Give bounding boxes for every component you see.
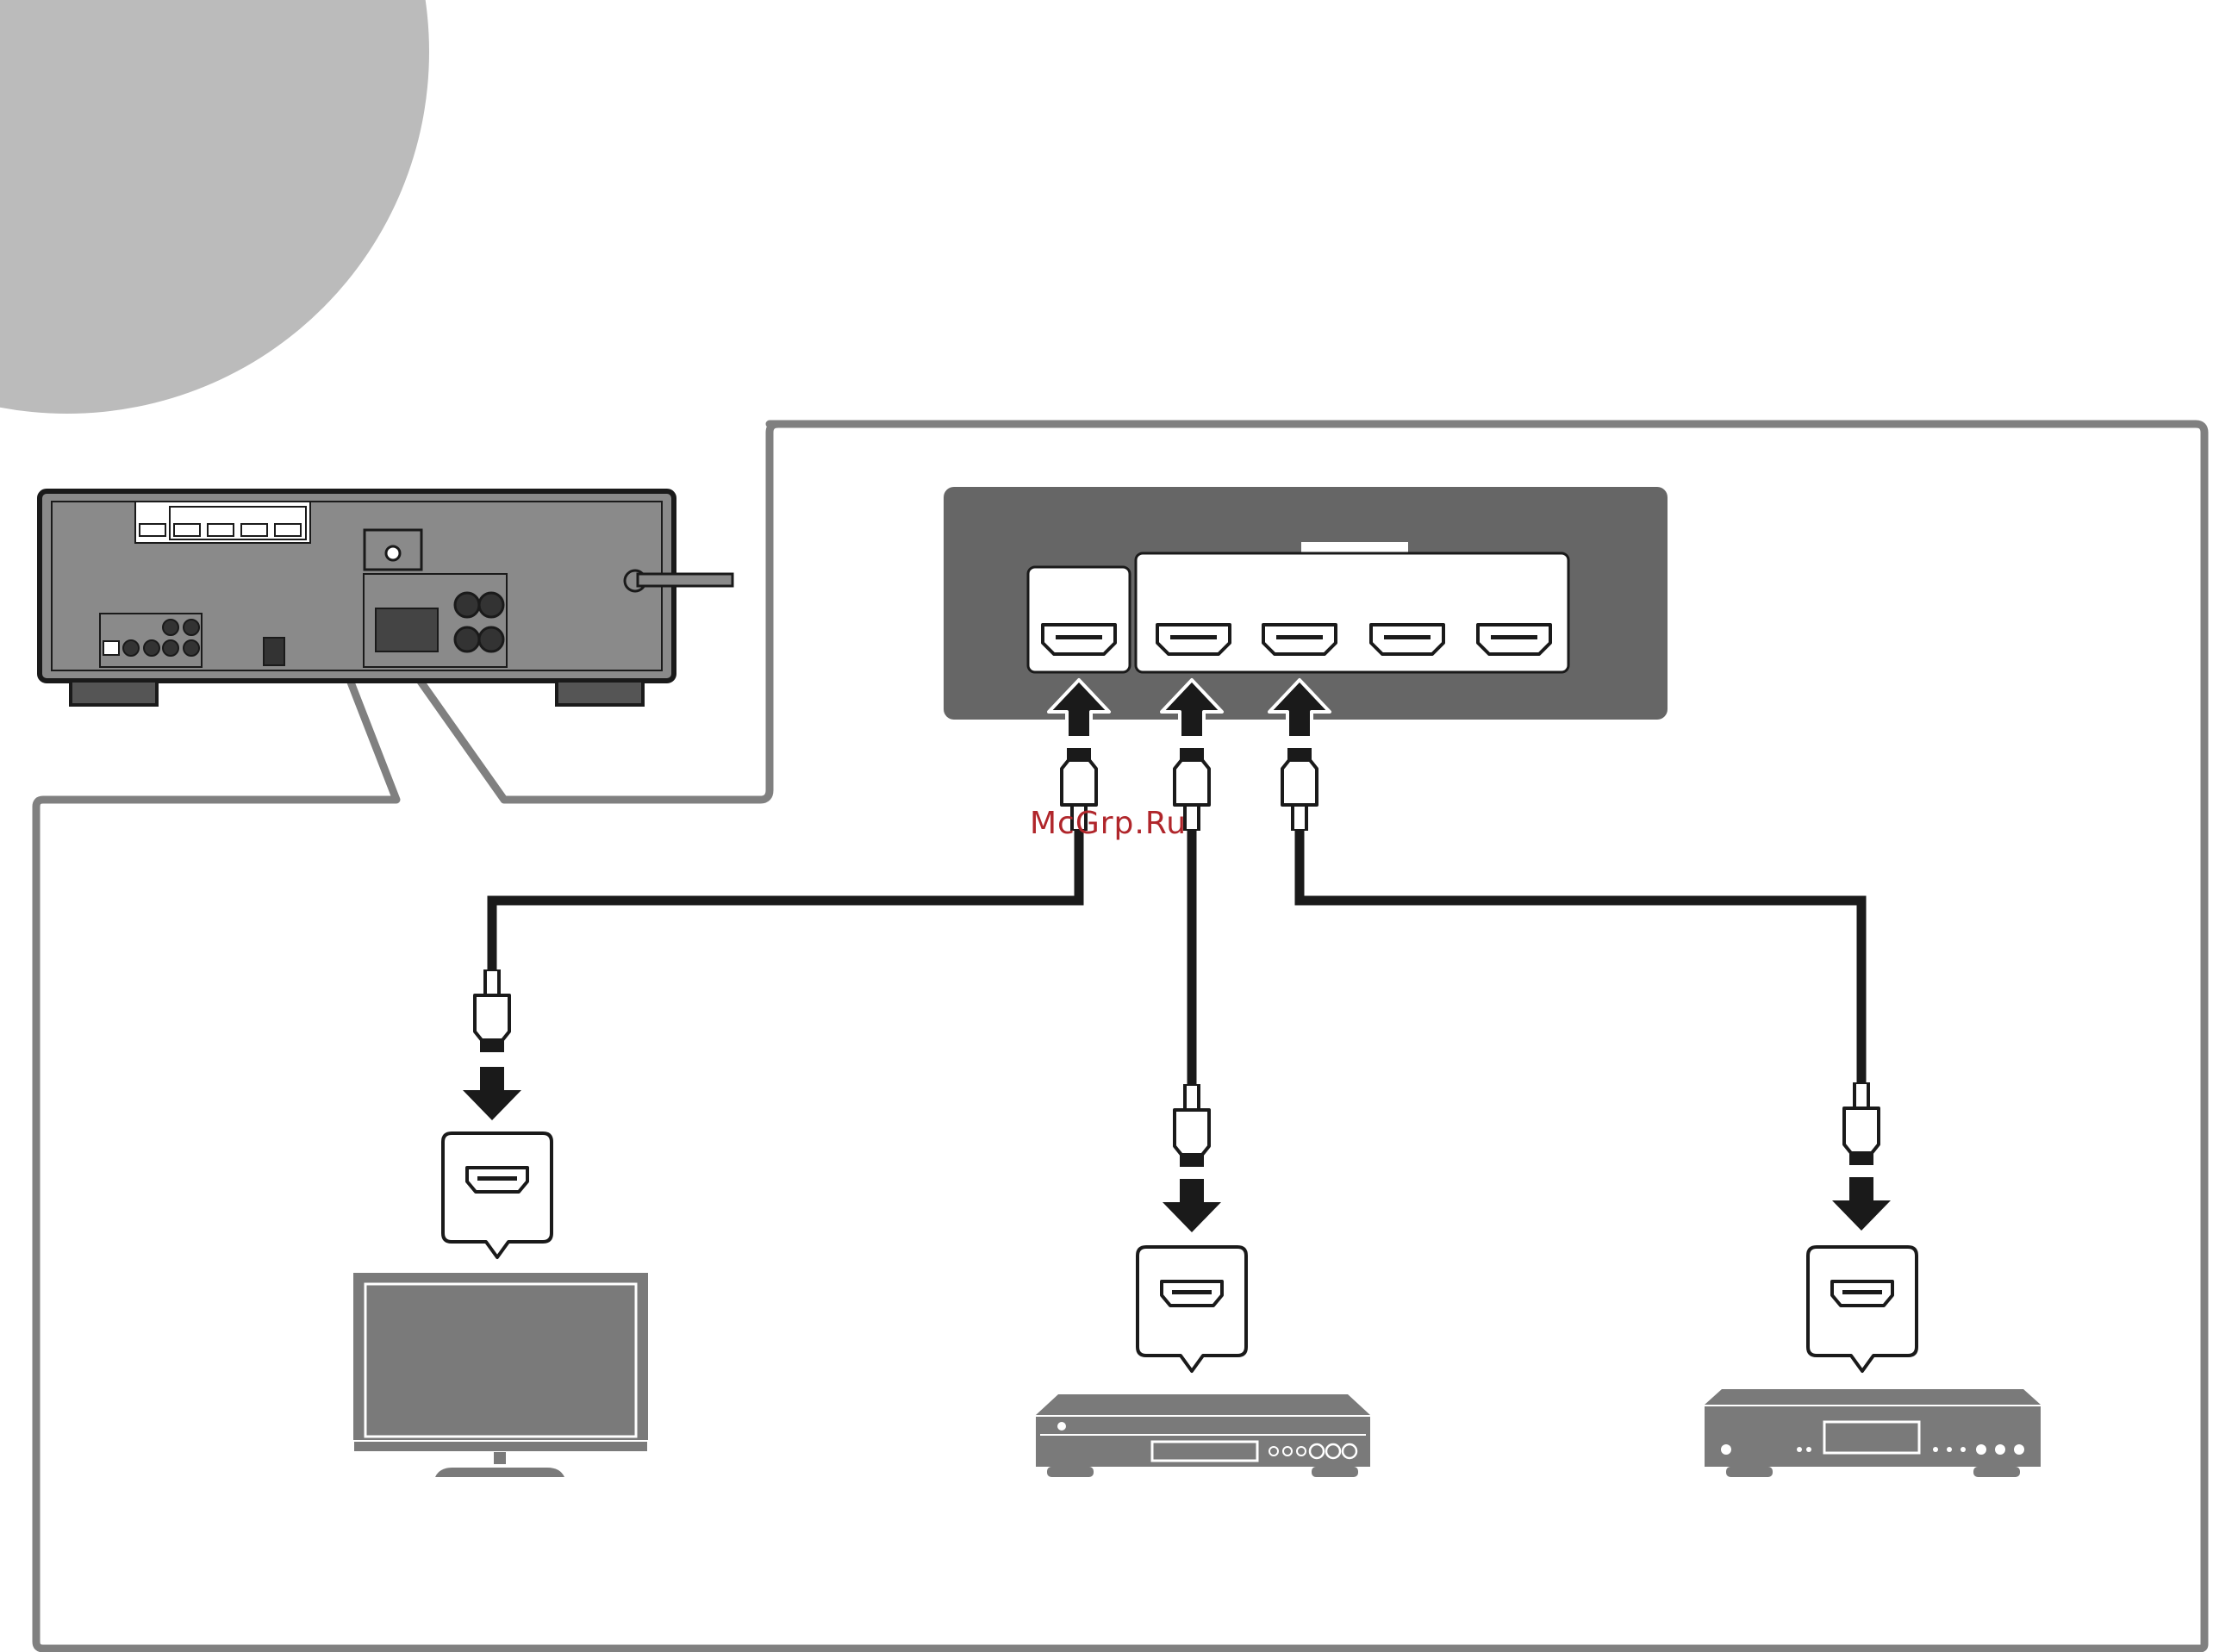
- disc-player-hdmi-port-callout: [1138, 1247, 1246, 1371]
- hdmi-in-port-4-icon: [1478, 625, 1550, 654]
- hdmi-in-port-1-icon: [1157, 625, 1230, 654]
- hdmi-out-section: [1028, 567, 1130, 672]
- tv-hdmi-port-callout: [443, 1133, 552, 1257]
- receiver-rear-view: [40, 491, 732, 705]
- media-player-icon: [1705, 1389, 2041, 1477]
- hdmi-out-port-icon: [1043, 625, 1115, 654]
- section-circle: [0, 0, 429, 414]
- hdmi-in-port-3-icon: [1371, 625, 1443, 654]
- watermark: McGrp.Ru: [1030, 806, 1187, 841]
- tv-icon: [353, 1273, 648, 1477]
- hdmi-in-port-2-icon: [1263, 625, 1336, 654]
- media-player-hdmi-port-callout: [1808, 1247, 1917, 1371]
- disc-player-icon: [1036, 1394, 1370, 1477]
